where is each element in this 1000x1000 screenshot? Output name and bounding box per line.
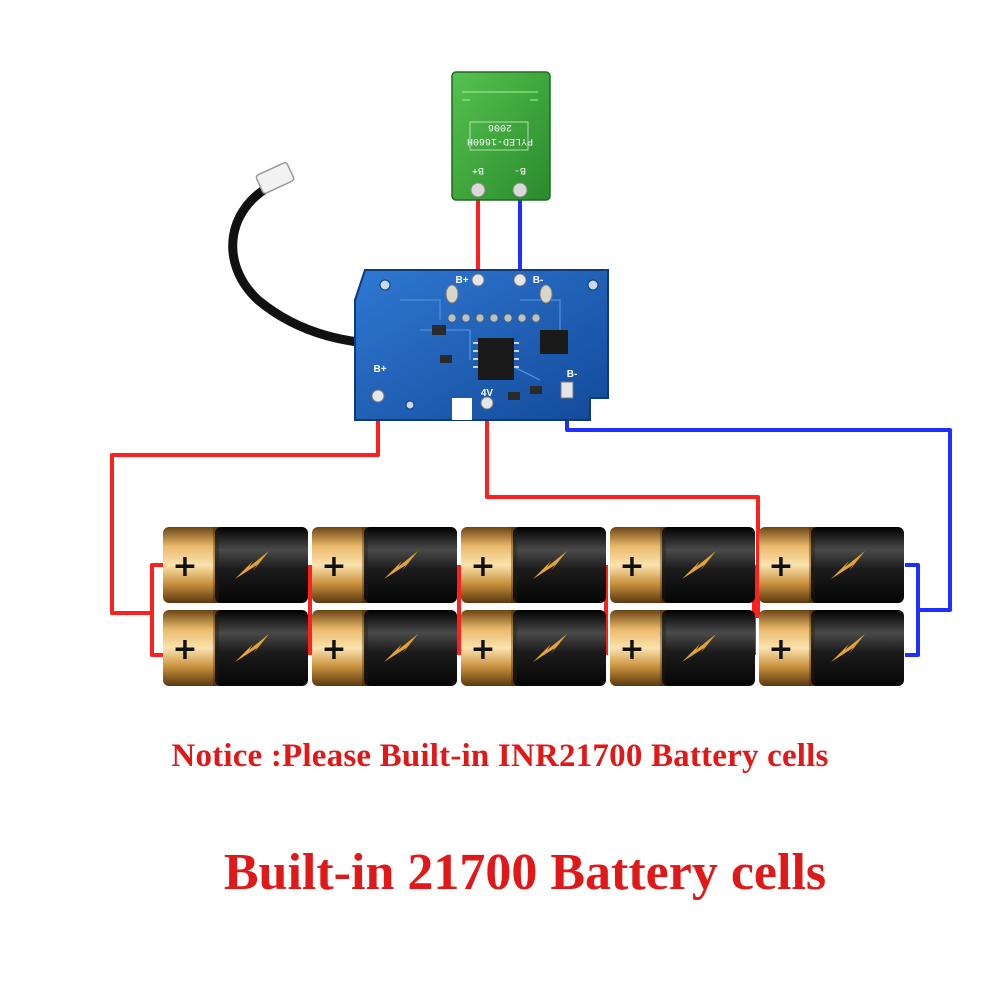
- bms-board: B+ B- B+ 4V B-: [354, 269, 609, 421]
- battery-cell: +: [759, 527, 904, 603]
- battery-pack: + + + + + + + + + +: [163, 527, 904, 686]
- positive-symbol: +: [321, 632, 346, 667]
- lightning-bolt-icon: [384, 634, 418, 662]
- lightning-bolt-icon: [235, 634, 269, 662]
- battery-cell: +: [461, 527, 606, 603]
- battery-cell: +: [461, 610, 606, 686]
- battery-cell: +: [610, 610, 755, 686]
- battery-cell: +: [312, 610, 457, 686]
- blue-bracket-right: [905, 563, 920, 657]
- bms-label-top-positive: B+: [455, 275, 468, 286]
- lightning-bolt-icon: [533, 551, 567, 579]
- bms-label-top-negative: B-: [533, 275, 544, 286]
- red-wire-bms-mid-tap: [485, 402, 760, 618]
- red-wire-bms-positive: [110, 398, 380, 615]
- positive-symbol: +: [768, 549, 793, 584]
- positive-symbol: +: [619, 632, 644, 667]
- positive-symbol: +: [768, 632, 793, 667]
- positive-symbol: +: [470, 632, 495, 667]
- battery-cell: +: [163, 527, 308, 603]
- positive-symbol: +: [321, 549, 346, 584]
- red-bracket-left: [150, 563, 165, 657]
- lightning-bolt-icon: [384, 551, 418, 579]
- positive-symbol: +: [470, 549, 495, 584]
- positive-symbol: +: [172, 632, 197, 667]
- positive-symbol: +: [172, 549, 197, 584]
- small-board-year-label: 2006: [488, 121, 512, 132]
- battery-cell: +: [759, 610, 904, 686]
- bms-label-bottom-negative: B-: [567, 369, 578, 380]
- positive-symbol: +: [619, 549, 644, 584]
- lightning-bolt-icon: [533, 634, 567, 662]
- lightning-bolt-icon: [682, 551, 716, 579]
- headline-text: Built-in 21700 Battery cells: [223, 844, 827, 901]
- lightning-bolt-icon: [831, 634, 865, 662]
- lightning-bolt-icon: [831, 551, 865, 579]
- small-green-pcb: PYLED-1660H 2006 B+ B-: [451, 71, 551, 201]
- lightning-bolt-icon: [682, 634, 716, 662]
- battery-cell: +: [312, 527, 457, 603]
- lightning-bolt-icon: [235, 551, 269, 579]
- bms-label-bottom-positive: B+: [373, 364, 386, 375]
- small-board-pad-negative: B-: [514, 164, 526, 175]
- bms-label-mid-tap: 4V: [481, 388, 494, 399]
- small-board-model-label: PYLED-1660H: [467, 135, 533, 146]
- battery-cell: +: [610, 527, 755, 603]
- battery-cell: +: [163, 610, 308, 686]
- small-board-pad-positive: B+: [472, 164, 484, 175]
- notice-text: Notice :Please Built-in INR21700 Battery…: [171, 738, 829, 774]
